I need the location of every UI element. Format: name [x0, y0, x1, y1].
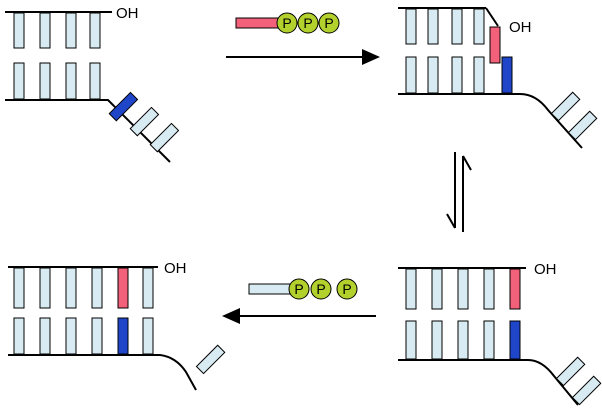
unpaired-template-base: [129, 106, 160, 137]
unpaired-template-base: [149, 122, 180, 153]
template-base: [39, 62, 51, 100]
hydroxyl-label: OH: [116, 5, 139, 22]
primer-base: [431, 268, 443, 310]
primer-base: [89, 12, 101, 49]
arrow-equilibrium: [446, 152, 472, 232]
primer-base: [427, 8, 439, 45]
template-base: [13, 317, 25, 355]
panel-nucleotide-bound: OH: [398, 7, 598, 149]
primer-base: [39, 267, 51, 309]
primer-base: [473, 8, 485, 45]
template-base: [13, 62, 25, 100]
template-base: [473, 56, 485, 94]
unpaired-template-base: [195, 344, 226, 375]
incoming-base: [489, 26, 501, 64]
primer-base: [91, 267, 103, 309]
primer-base: [483, 268, 495, 310]
phosphate-icon: [310, 278, 332, 300]
primer-base: [39, 12, 51, 49]
template-base: [142, 317, 154, 355]
phosphate-icon: [288, 278, 310, 300]
template-base: [405, 56, 417, 94]
phosphate-icon: [336, 278, 358, 300]
primer-base: [451, 8, 463, 45]
template-base: [89, 62, 101, 100]
unpaired-template-base: [550, 91, 581, 122]
arrow-head: [362, 49, 380, 65]
unpaired-template-base: [567, 110, 598, 141]
primer-strand-end: [485, 7, 499, 27]
primer-base: [13, 267, 25, 309]
template-base: [431, 320, 443, 360]
template-base: [91, 317, 103, 355]
incorporated-base: [117, 267, 129, 309]
unpaired-template-base: [108, 91, 139, 122]
phosphate-icon: [276, 12, 298, 34]
unpaired-template-base: [555, 356, 586, 387]
panel-incorporated: OH: [8, 260, 226, 391]
hydroxyl-label: OH: [509, 19, 532, 36]
equilibrium-barb-down: [446, 213, 456, 229]
template-strand: [5, 99, 171, 163]
phosphate-label: P: [303, 15, 312, 31]
arrow-binding: P P P: [226, 12, 380, 65]
template-base: [483, 320, 495, 360]
template-base: [451, 56, 463, 94]
released-base-icon: [248, 283, 292, 295]
template-strand: [8, 354, 197, 391]
template-base: [427, 56, 439, 94]
template-base: [65, 317, 77, 355]
arrow-release: P P P: [222, 278, 376, 324]
primer-base: [65, 12, 77, 49]
incoming-base-icon: [235, 17, 279, 29]
template-base: [65, 62, 77, 100]
hydroxyl-label: OH: [534, 261, 557, 278]
paired-template-base: [501, 56, 513, 94]
phosphate-label: P: [342, 281, 351, 297]
primer-base: [405, 268, 417, 310]
phosphate-label: P: [316, 281, 325, 297]
paired-template-base: [509, 320, 521, 360]
template-strand: [398, 359, 579, 406]
panel-initial: OH: [5, 5, 180, 163]
equilibrium-barb-up: [462, 155, 472, 171]
template-strand: [398, 93, 583, 149]
template-base: [405, 320, 417, 360]
panel-closed: OH: [398, 261, 602, 406]
primer-base: [457, 268, 469, 310]
paired-template-base: [117, 317, 129, 355]
phosphate-label: P: [282, 15, 291, 31]
phosphate-label: P: [324, 15, 333, 31]
primer-base: [13, 12, 25, 49]
primer-base: [405, 8, 417, 45]
template-base: [457, 320, 469, 360]
arrow-head: [222, 308, 240, 324]
template-base: [39, 317, 51, 355]
primer-base: [65, 267, 77, 309]
primer-base: [142, 267, 154, 309]
incoming-base: [509, 268, 521, 310]
hydroxyl-label: OH: [164, 260, 187, 277]
phosphate-icon: [318, 12, 340, 34]
phosphate-icon: [297, 12, 319, 34]
phosphate-label: P: [294, 281, 303, 297]
unpaired-template-base: [571, 375, 602, 406]
